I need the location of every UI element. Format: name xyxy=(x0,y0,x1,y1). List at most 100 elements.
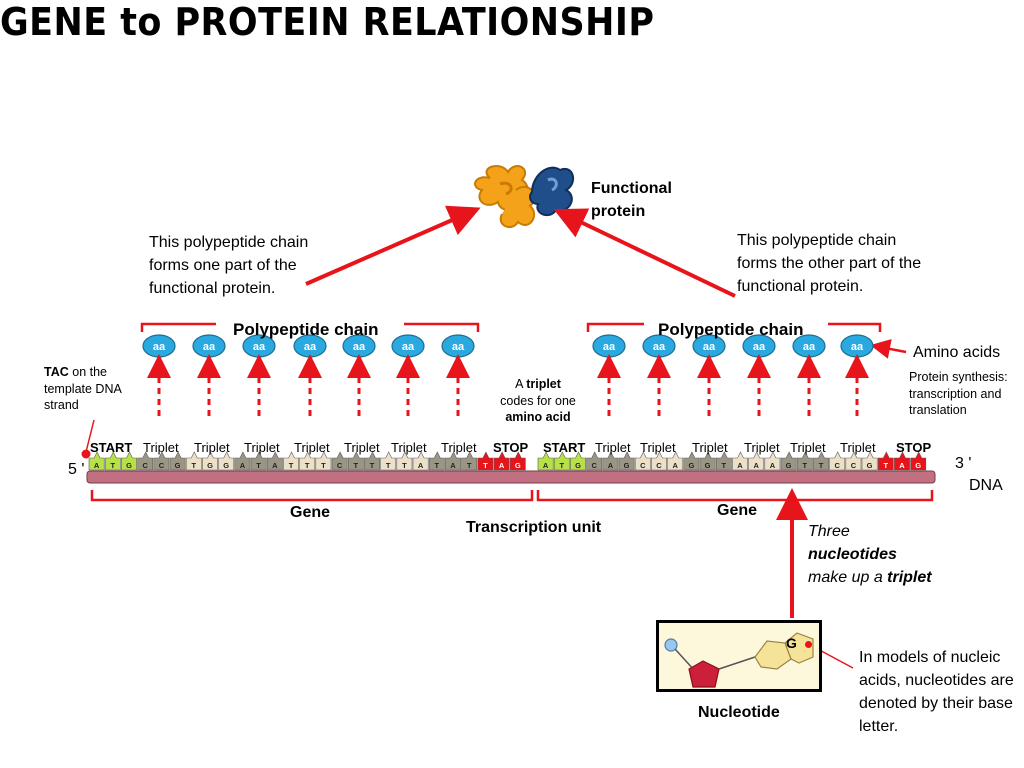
triplet-note: A triplet codes for one amino acid xyxy=(500,377,576,424)
nucleotide-letter: A xyxy=(94,461,100,470)
dna-label: DNA xyxy=(969,477,1003,494)
gene-label-1: Gene xyxy=(290,504,331,521)
left-chain-arrow xyxy=(305,205,481,286)
nucleotide-letter: G xyxy=(126,461,132,470)
amino-acid-bead-label: aa xyxy=(851,341,864,353)
nucleotide-letter: G xyxy=(515,461,521,470)
nucleotide-block xyxy=(509,451,526,471)
nucleotide-letter: T xyxy=(483,461,488,470)
nucleotide-letter: C xyxy=(851,461,857,470)
nucleotide-letter: T xyxy=(192,461,197,470)
amino-acid-bead-label: aa xyxy=(653,341,666,353)
nucleotide-block xyxy=(380,451,397,471)
nucleotide-block xyxy=(796,451,813,471)
nucleotide-block xyxy=(283,451,299,471)
start-codon-label: START xyxy=(543,440,586,455)
stop-codon-label: STOP xyxy=(493,440,529,455)
amino-acid-bead-label: aa xyxy=(153,341,166,353)
triplet-label: Triplet xyxy=(744,440,780,455)
nucleotide-letter: T xyxy=(321,461,326,470)
nucleotide-letter: A xyxy=(608,461,614,470)
tac-pointer-dot xyxy=(81,449,91,459)
tac-pointer xyxy=(85,419,95,453)
amino-acid-bead-label: aa xyxy=(304,341,317,353)
nucleotide-block xyxy=(894,451,910,471)
nucleotide-block xyxy=(185,451,202,471)
nucleotide-block xyxy=(715,451,732,471)
nucleotide-letter: A xyxy=(240,461,246,470)
functional-protein-label: Functional protein xyxy=(591,180,672,220)
nucleotide-block xyxy=(586,451,603,471)
nucleotide-letter: G xyxy=(786,461,792,470)
triplet-label: Triplet xyxy=(840,440,876,455)
nucleotide-letter: A xyxy=(272,461,278,470)
nucleotide-block xyxy=(861,451,878,471)
nucleotide-block xyxy=(396,451,413,471)
triplet-label: Triplet xyxy=(143,440,179,455)
nucleotide-block xyxy=(445,451,461,471)
nucleotide-letter: T xyxy=(722,461,727,470)
three-prime-label: 3 ' xyxy=(955,455,972,472)
nucleotide-icon xyxy=(664,632,814,688)
nucleotide-block xyxy=(493,451,510,471)
base-pointer-dot xyxy=(805,641,812,648)
nucleotide-block xyxy=(428,451,445,471)
nucleotide-block xyxy=(618,451,635,471)
nucleotide-letter: T xyxy=(803,461,808,470)
nucleotide-letter: T xyxy=(467,461,472,470)
amino-acid-bead-label: aa xyxy=(803,341,816,353)
gene-label-2: Gene xyxy=(717,502,758,519)
triplet-label: Triplet xyxy=(441,440,477,455)
nucleotide-block xyxy=(667,451,684,471)
nucleotide-letter: A xyxy=(753,461,759,470)
stop-codon-label: STOP xyxy=(896,440,932,455)
five-prime-label: 5 ' xyxy=(68,461,85,478)
nucleotide-block xyxy=(910,451,927,471)
nucleotide-letter: T xyxy=(289,461,294,470)
nucleotide-letter: G xyxy=(705,461,711,470)
nucleotide-block xyxy=(412,451,429,471)
triplet-label: Triplet xyxy=(244,440,280,455)
codon-to-amino-acid-arrows xyxy=(147,354,869,416)
nucleotide-letter: A xyxy=(450,461,456,470)
nucleotide-letter: G xyxy=(223,461,229,470)
nucleotide-letter: T xyxy=(386,461,391,470)
left-chain-bracket-start xyxy=(140,322,216,332)
left-chain-bracket-end xyxy=(404,322,480,332)
nucleotide-block xyxy=(364,451,380,471)
nucleotide-letter: T xyxy=(560,461,565,470)
polypeptide-chain-label-left: Polypeptide chain xyxy=(233,320,379,339)
nucleotide-letter: C xyxy=(656,461,662,470)
amino-acid-bead-label: aa xyxy=(203,341,216,353)
triplet-label: Triplet xyxy=(595,440,631,455)
amino-acid-bead-label: aa xyxy=(703,341,716,353)
nucleotide-block xyxy=(461,451,478,471)
nucleotide-block xyxy=(331,451,348,471)
amino-acid-bead-label: aa xyxy=(603,341,616,353)
nucleotide-block xyxy=(748,451,765,471)
nucleotide-letter: T xyxy=(435,461,440,470)
right-chain-bracket-end xyxy=(828,322,882,332)
triplet-label: Triplet xyxy=(391,440,427,455)
right-chain-note: This polypeptide chain forms the other p… xyxy=(737,232,922,295)
nucleic-acid-model-note: In models of nucleic acids, nucleotides … xyxy=(859,649,1014,735)
nucleotide-letter: G xyxy=(867,461,873,470)
nucleotide-block xyxy=(553,451,570,471)
left-chain-note: This polypeptide chain forms one part of… xyxy=(149,234,309,297)
nucleotide-label: Nucleotide xyxy=(698,704,780,721)
nucleotide-letter: C xyxy=(159,461,165,470)
gene-bracket-1 xyxy=(90,490,534,502)
nucleotide-letter: G xyxy=(688,461,694,470)
nucleotide-block xyxy=(813,451,829,471)
nucleotide-block xyxy=(266,451,283,471)
nucleotide-letter: T xyxy=(111,461,116,470)
nucleotide-letter: T xyxy=(884,461,889,470)
dna-backbone xyxy=(86,470,936,484)
nucleotide-block xyxy=(121,451,137,471)
nucleotide-block xyxy=(683,451,700,471)
nucleotide-letter: A xyxy=(543,461,549,470)
nucleotide-block xyxy=(169,451,186,471)
nucleotide-block xyxy=(137,451,154,471)
